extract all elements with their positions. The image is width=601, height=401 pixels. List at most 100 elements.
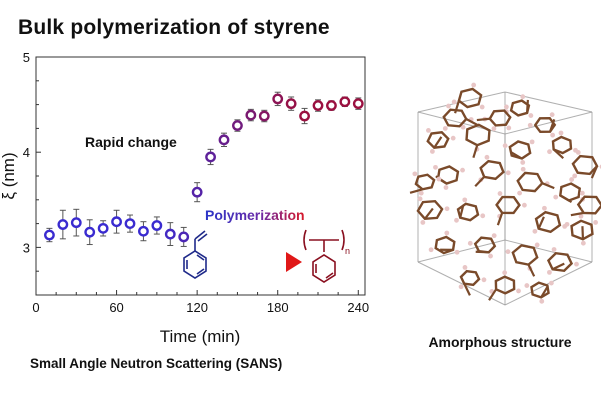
hydrogen-atom xyxy=(454,217,459,223)
hydrogen-atom xyxy=(454,249,460,255)
data-point xyxy=(245,108,257,122)
point-marker xyxy=(191,186,203,198)
data-point xyxy=(178,226,190,247)
ring-bonds xyxy=(570,219,594,241)
point-marker xyxy=(299,110,310,122)
point-marker xyxy=(124,218,136,230)
ring-bonds xyxy=(426,131,450,149)
ring-bonds xyxy=(551,135,573,155)
phenyl-ring xyxy=(532,205,568,234)
hydrogen-atom xyxy=(433,164,438,170)
point-marker xyxy=(312,100,324,111)
data-point xyxy=(352,97,364,110)
hydrogen-atom xyxy=(412,171,418,177)
hydrogen-atom xyxy=(479,104,485,110)
hydrogen-atom xyxy=(488,253,493,259)
data-point xyxy=(164,222,176,246)
hydrogen-atom xyxy=(532,228,538,234)
hydrogen-atom xyxy=(542,205,547,211)
ring-bonds xyxy=(479,159,505,181)
hydrogen-atom xyxy=(436,176,442,182)
styrene-molecule-icon xyxy=(183,230,208,279)
point-marker xyxy=(97,222,109,234)
y-tick-label: 3 xyxy=(23,240,30,255)
ring-bonds xyxy=(576,195,601,215)
ring-bonds xyxy=(442,108,468,128)
data-points xyxy=(44,91,364,247)
backbone-bond xyxy=(488,288,498,301)
ring-bonds xyxy=(465,123,491,147)
x-tick-label: 240 xyxy=(347,300,369,315)
ring-bonds xyxy=(530,281,550,299)
backbone-bond xyxy=(570,211,584,217)
phenyl-ring xyxy=(527,112,557,138)
phenyl-ring xyxy=(505,242,540,277)
ring-bonds xyxy=(571,154,599,176)
data-point xyxy=(232,119,243,132)
phenyl-ring xyxy=(476,104,512,131)
hydrogen-atom xyxy=(444,206,450,212)
phenyl-ring xyxy=(516,166,555,196)
box-edge xyxy=(504,111,593,135)
x-axis-label: Time (min) xyxy=(160,327,241,346)
ring-bonds xyxy=(509,99,531,117)
point-marker xyxy=(245,109,257,121)
hydrogen-atom xyxy=(569,177,575,182)
hydrogen-atom xyxy=(575,149,581,155)
ring-bonds xyxy=(459,269,481,287)
hydrogen-atom xyxy=(446,103,451,109)
point-marker xyxy=(57,219,69,230)
hydrogen-atom xyxy=(527,122,533,128)
repeat-unit-n: n xyxy=(345,246,350,256)
hydrogen-atom xyxy=(534,242,540,248)
hydrogen-atom xyxy=(520,160,526,165)
phenyl-ring xyxy=(428,230,460,255)
hydrogen-atom xyxy=(426,128,431,133)
ring-bonds xyxy=(534,210,562,234)
ring-bonds xyxy=(494,275,516,295)
data-point xyxy=(299,107,310,125)
hydrogen-atom xyxy=(548,280,554,286)
hydrogen-atom xyxy=(491,126,497,132)
data-point xyxy=(339,96,351,108)
hydrogen-atom xyxy=(462,197,468,203)
y-axis-label: ξ (nm) xyxy=(0,152,18,199)
backbone-bond xyxy=(581,226,585,240)
hydrogen-atom xyxy=(551,247,557,252)
backbone-bond xyxy=(459,204,465,218)
backbone-bond xyxy=(424,207,434,220)
polystyrene-repeat-unit-icon xyxy=(303,229,345,283)
hydrogen-atom xyxy=(529,139,535,145)
phenyl-ring xyxy=(409,171,442,196)
hydrogen-atom xyxy=(444,230,450,236)
ring-bonds xyxy=(495,195,521,215)
data-point xyxy=(258,109,270,123)
ring-bonds xyxy=(456,202,480,222)
phenyl-ring xyxy=(495,191,527,226)
point-marker xyxy=(339,96,351,108)
hydrogen-atom xyxy=(574,261,579,267)
hydrogen-atom xyxy=(442,126,448,131)
data-point xyxy=(205,148,216,166)
reaction-arrow-head xyxy=(286,252,302,272)
box-edge xyxy=(504,261,593,306)
hydrogen-atom xyxy=(428,247,434,253)
phenyl-ring xyxy=(474,154,511,188)
ring-bonds xyxy=(516,171,544,193)
data-point xyxy=(84,219,96,246)
ring-bonds xyxy=(508,140,532,160)
point-marker xyxy=(258,110,270,122)
chart-title: Bulk polymerization of styrene xyxy=(18,16,330,39)
phenyl-ring xyxy=(524,280,554,304)
hydrogen-atom xyxy=(460,167,465,173)
hydrogen-atom xyxy=(580,240,586,246)
point-marker xyxy=(272,93,284,105)
data-point xyxy=(97,220,109,237)
phenyl-ring xyxy=(570,190,601,219)
backbone-bond xyxy=(409,188,423,194)
hydrogen-atom xyxy=(524,283,530,288)
hydrogen-atom xyxy=(497,191,503,196)
data-point xyxy=(151,216,163,235)
